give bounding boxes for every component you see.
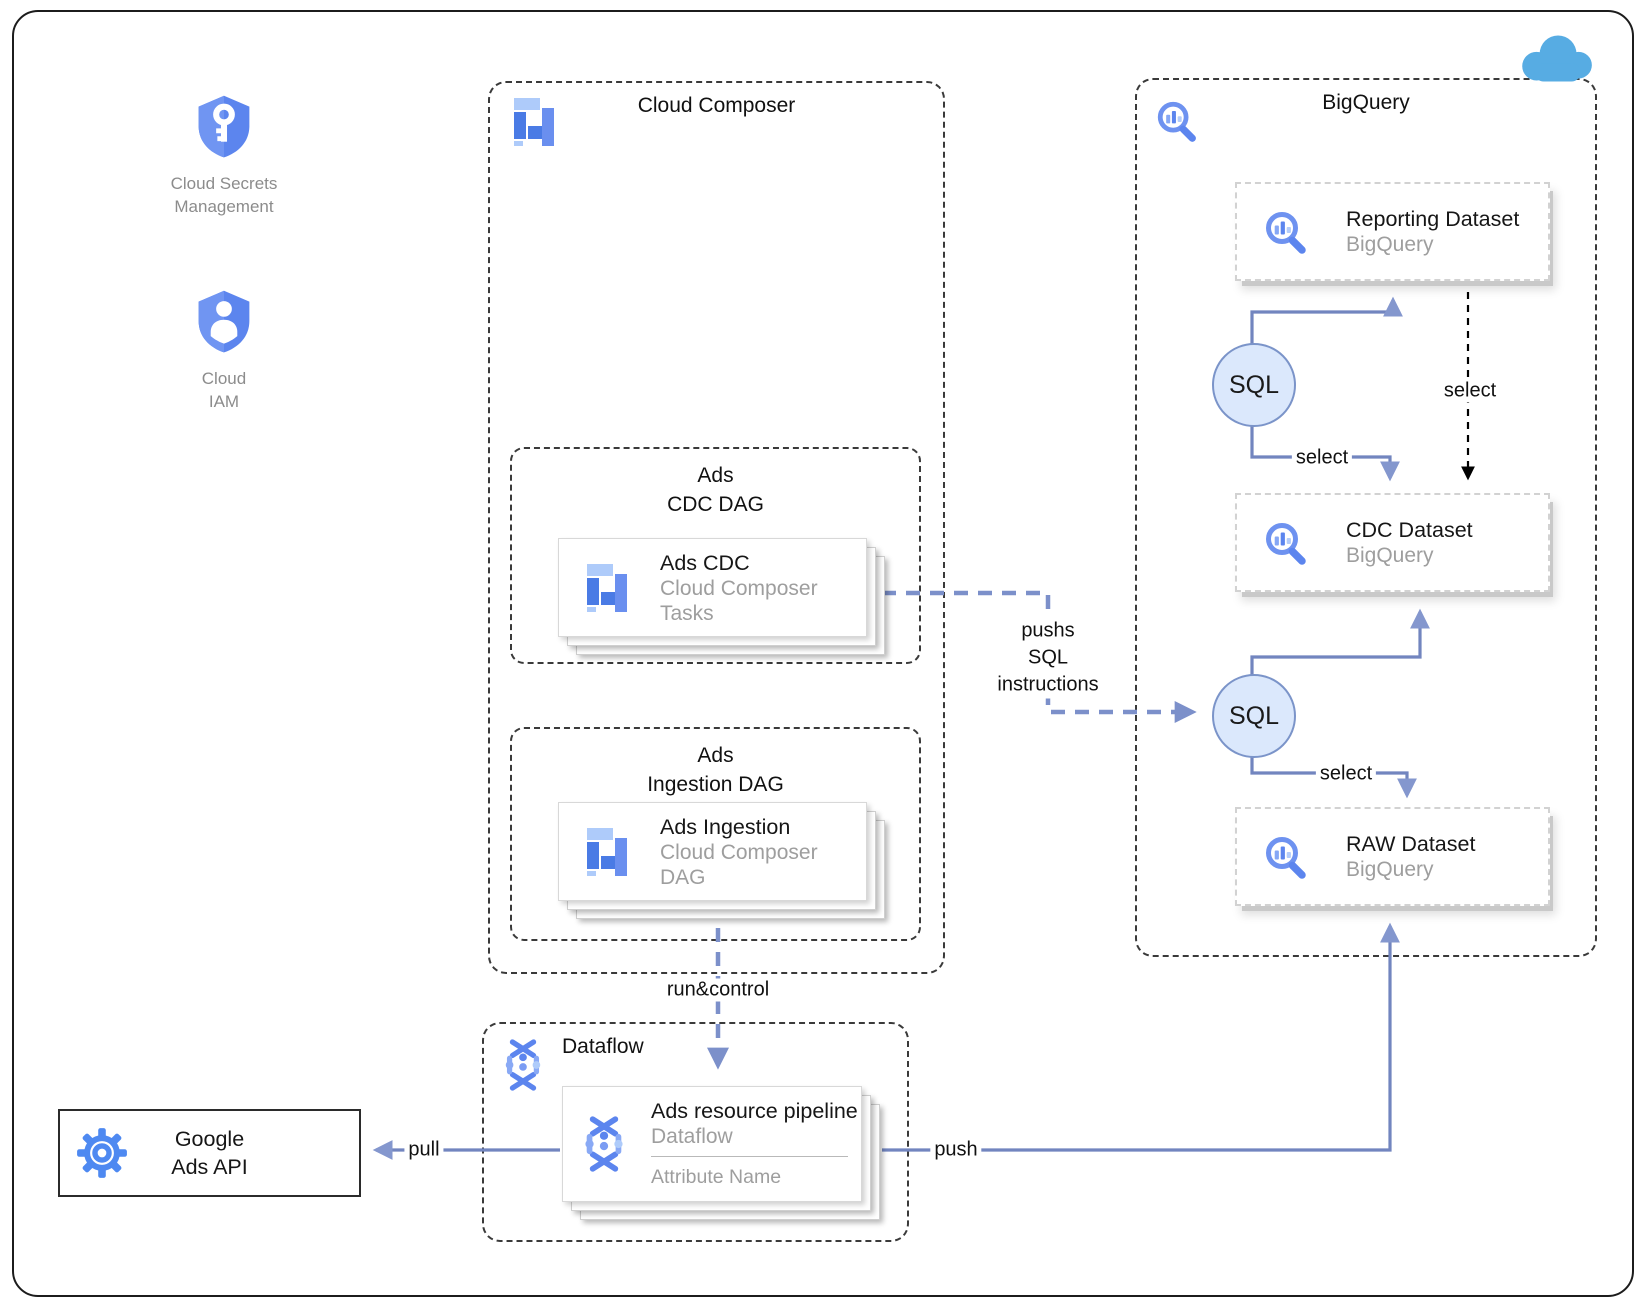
cloud-composer-icon — [587, 564, 627, 612]
secrets-label-line2: Management — [174, 197, 274, 216]
ads-ingestion-dag-box: Ads Ingestion DAG — [510, 727, 921, 941]
dataset-subtitle: BigQuery — [1346, 544, 1434, 567]
sql-label: SQL — [1228, 370, 1280, 399]
ingestion-dag-title-line2: Ingestion DAG — [647, 773, 784, 796]
raw-dataset-card: RAW Dataset BigQuery — [1235, 807, 1550, 906]
dataset-title: RAW Dataset — [1346, 832, 1476, 856]
bigquery-icon — [1262, 207, 1310, 257]
cdc-dag-title-line2: CDC DAG — [667, 493, 764, 516]
dataset-title: CDC Dataset — [1346, 518, 1473, 542]
ads-resource-pipeline-card: Ads resource pipeline Dataflow Attribute… — [562, 1086, 880, 1220]
cdc-dataset-card: CDC Dataset BigQuery — [1235, 493, 1550, 592]
iam-label-line1: Cloud — [201, 369, 247, 388]
cloud-iam-node: Cloud IAM — [124, 288, 324, 413]
card-subtitle: Cloud Composer — [660, 840, 818, 864]
cloud-secrets-management-node: Cloud Secrets Management — [124, 93, 324, 218]
ads-api-label-line1: Google — [174, 1127, 245, 1151]
ads-ingestion-card: Ads Ingestion Cloud Composer DAG — [558, 802, 885, 919]
dataflow-title: Dataflow — [562, 1035, 644, 1058]
bigquery-icon — [1262, 832, 1310, 882]
sql-node-2: SQL — [1212, 674, 1296, 758]
ingestion-dag-title-line1: Ads — [697, 744, 734, 767]
reporting-dataset-card: Reporting Dataset BigQuery — [1235, 182, 1550, 281]
secrets-label-line1: Cloud Secrets — [170, 174, 278, 193]
card-subtitle: DAG — [660, 865, 706, 889]
dataset-title: Reporting Dataset — [1346, 207, 1520, 231]
card-divider — [651, 1156, 848, 1157]
card-title: Ads resource pipeline — [651, 1099, 858, 1123]
dataflow-icon — [579, 1113, 629, 1175]
edge-label-pull: pull — [404, 1138, 444, 1162]
ads-cdc-dag-box: Ads CDC DAG — [510, 447, 921, 664]
edge-label-pushs-sql-instructions: pushs SQL instructions — [993, 617, 1103, 699]
edge-label-run-control: run&control — [662, 978, 774, 1002]
cloud-composer-title: Cloud Composer — [637, 94, 796, 117]
dataflow-icon — [500, 1036, 546, 1094]
pushs-line3: instructions — [997, 673, 1099, 696]
edge-label-select-1: select — [1291, 446, 1353, 470]
pushs-line1: pushs — [1021, 619, 1075, 642]
card-subtitle: Dataflow — [651, 1125, 733, 1148]
cdc-dag-title-line1: Ads — [697, 464, 734, 487]
shield-person-icon — [195, 288, 253, 354]
ads-cdc-card: Ads CDC Cloud Composer Tasks — [558, 538, 885, 655]
shield-key-icon — [195, 93, 253, 159]
bigquery-icon — [1262, 518, 1310, 568]
card-title: Ads CDC — [660, 550, 750, 575]
dataset-subtitle: BigQuery — [1346, 858, 1434, 881]
iam-label-line2: IAM — [208, 392, 240, 411]
sql-label: SQL — [1228, 701, 1280, 730]
bigquery-title: BigQuery — [1322, 91, 1410, 114]
diagram-outer-frame — [12, 10, 1634, 1297]
edge-label-push: push — [930, 1138, 982, 1162]
google-ads-api-node: Google Ads API — [58, 1109, 361, 1197]
card-subtitle: Cloud Composer — [660, 576, 818, 600]
dataset-subtitle: BigQuery — [1346, 233, 1434, 256]
card-subtitle: Tasks — [660, 601, 714, 625]
pushs-line2: SQL — [1027, 646, 1069, 669]
edge-label-select-2: select — [1439, 379, 1501, 403]
edge-label-select-3: select — [1315, 762, 1377, 786]
sql-node-1: SQL — [1212, 343, 1296, 427]
cloud-composer-icon — [587, 828, 627, 876]
gcp-cloud-icon — [1512, 32, 1598, 86]
card-title: Ads Ingestion — [660, 814, 791, 839]
ads-api-label-line2: Ads API — [171, 1155, 248, 1179]
card-attribute: Attribute Name — [651, 1166, 782, 1188]
